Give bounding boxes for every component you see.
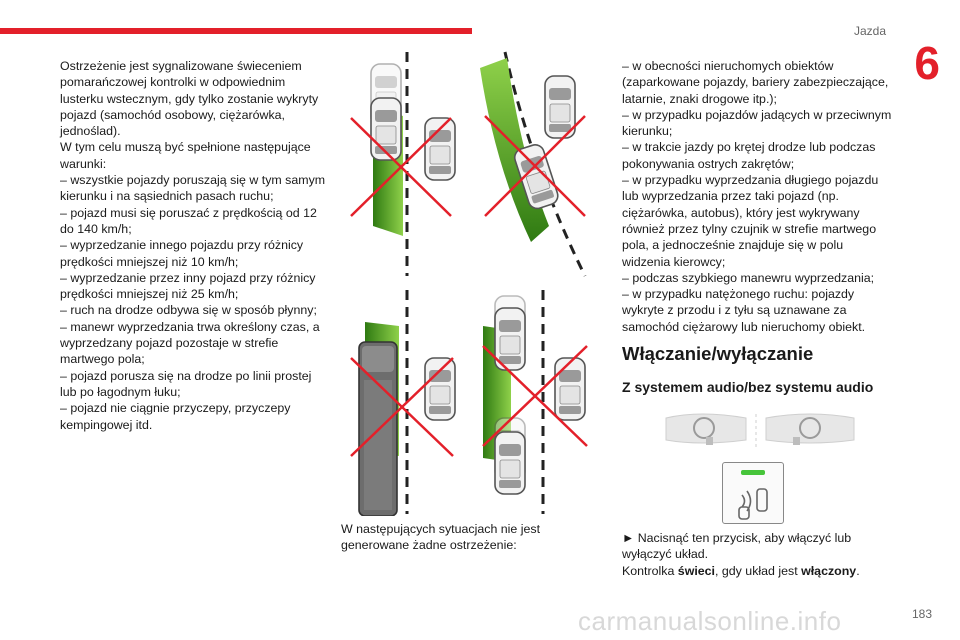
blind-spot-icon [738, 488, 768, 520]
right-text-column: – w obecności nieruchomych obiektów (zap… [622, 58, 892, 335]
paragraph: Ostrzeżenie jest sygnalizowane świecenie… [60, 59, 319, 139]
subsection-heading: Z systemem audio/bez systemu audio [622, 379, 874, 395]
diagram-truck [350, 290, 456, 516]
list-item: – w przypadku pojazdów jadących w przeci… [622, 107, 892, 139]
diagram-curved-road [480, 51, 587, 277]
indicator-light [741, 470, 765, 475]
chapter-number: 6 [914, 37, 940, 89]
watermark: carmanualsonline.info [578, 606, 842, 636]
steering-wheel-icon [799, 417, 821, 439]
section-title: Jazda [853, 24, 886, 38]
step-line: ► Nacisnąć ten przycisk, aby włączyć lub… [622, 531, 852, 562]
blind-spot-button[interactable] [722, 462, 784, 524]
page-number: 183 [911, 607, 932, 621]
list-item: – wszystkie pojazdy poruszają się w tym … [60, 173, 326, 204]
diagram-caption: W następujących sytuacjach nie jest gene… [341, 522, 541, 553]
header-red-bar [0, 28, 472, 34]
diagram-straight-road [350, 52, 456, 276]
list-item: – wyprzedzanie przez inny pojazd przy ró… [60, 270, 316, 302]
left-text-column: Ostrzeżenie jest sygnalizowane świecenie… [60, 58, 328, 433]
instruction-text: ► Nacisnąć ten przycisk, aby włączyć lub… [622, 530, 892, 579]
steering-wheel-icon [693, 417, 715, 439]
status-line: Kontrolka świeci, gdy układ jest włączon… [622, 563, 860, 578]
list-item: – ruch na drodze odbywa się w sposób pły… [60, 303, 317, 318]
section-heading: Włączanie/wyłączanie [622, 343, 814, 364]
list-item: – wyprzedzanie innego pojazdu przy różni… [60, 238, 304, 269]
list-item: – w przypadku wyprzedzania długiego poja… [622, 173, 879, 269]
list-item: – w obecności nieruchomych obiektów (zap… [622, 59, 889, 106]
list-item: – pojazd musi się poruszać z prędkością … [60, 205, 317, 236]
list-item: – pojazd porusza się na drodze po linii … [60, 368, 312, 399]
list-item: – pojazd nie ciągnie przyczepy, przyczep… [60, 401, 291, 432]
list-item: – podczas szybkiego manewru wyprzedzania… [622, 270, 875, 285]
steering-wheel-illustration [665, 413, 855, 448]
blind-spot-diagrams [350, 51, 588, 516]
list-item: – w trakcie jazdy po krętej drodze lub p… [622, 140, 876, 171]
diagram-fast-overtake [482, 290, 588, 514]
list-item: – w przypadku natężonego ruchu: pojazdy … [622, 287, 866, 334]
paragraph: W tym celu muszą być spełnione następują… [60, 140, 311, 171]
list-item: – manewr wyprzedzania trwa określony cza… [60, 319, 320, 367]
